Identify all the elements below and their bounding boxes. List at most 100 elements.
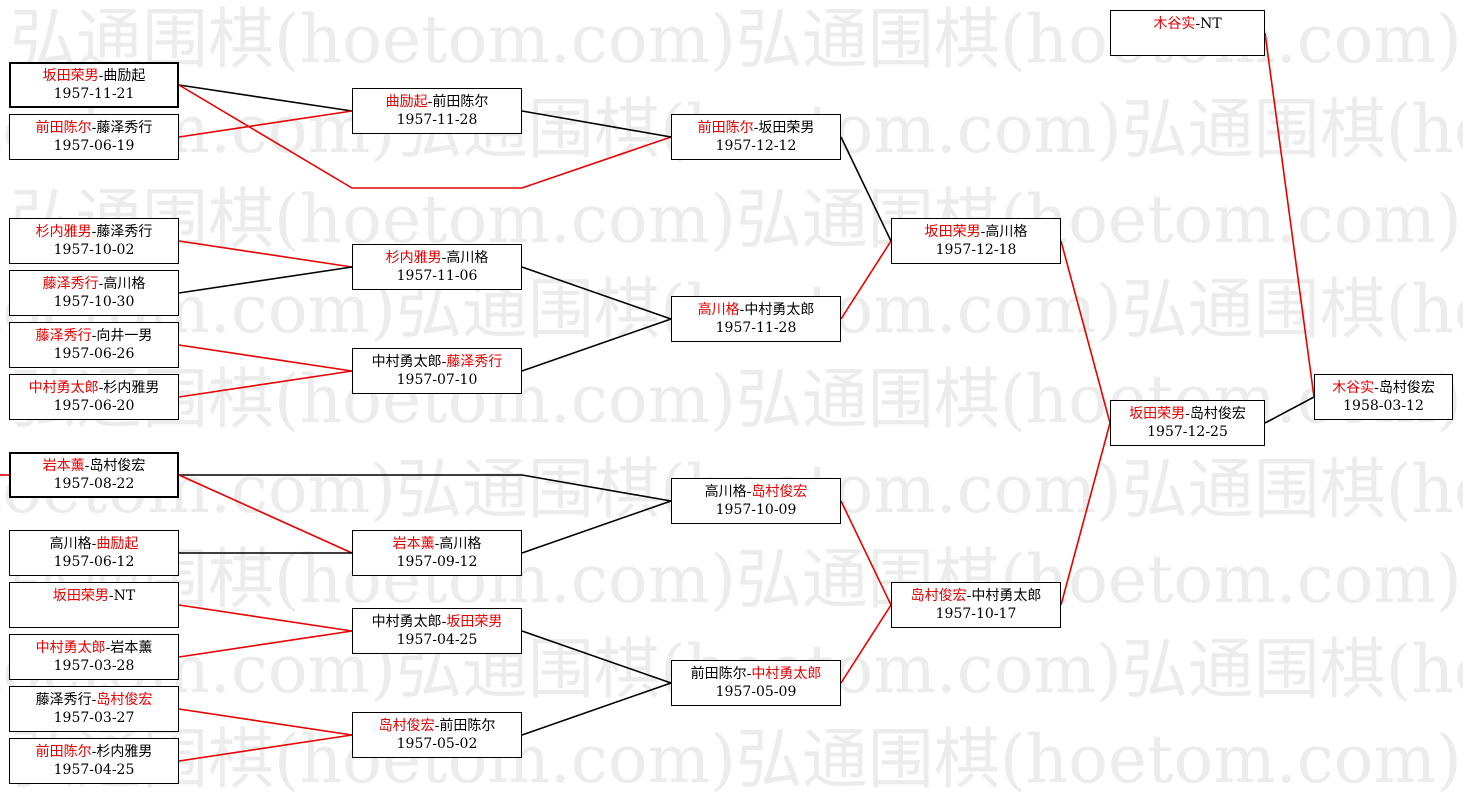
match-date: 1957-12-25 [1147, 424, 1228, 440]
player-separator: - [441, 614, 447, 630]
player-2: 藤泽秀行 [446, 354, 503, 370]
player-1: 杉内雅男 [35, 224, 92, 240]
connector-line [178, 84, 672, 189]
player-separator: - [753, 120, 759, 136]
player-separator: - [91, 744, 97, 760]
match-players: 中村勇太郎-藤泽秀行 [353, 353, 521, 371]
player-separator: - [98, 276, 104, 292]
match-players: 高川格-岛村俊宏 [672, 483, 840, 501]
match-players: 曲励起-前田陈尔 [353, 93, 521, 111]
player-separator: - [739, 302, 745, 318]
player-1: 藤泽秀行 [42, 276, 99, 292]
match-date: 1957-10-02 [53, 242, 135, 258]
match-players: 前田陈尔-中村勇太郎 [672, 665, 840, 683]
player-2: 高川格 [446, 250, 489, 266]
player-1: 中村勇太郎 [28, 380, 99, 396]
player-1: 前田陈尔 [35, 744, 92, 760]
match-date: 1957-12-18 [935, 242, 1017, 258]
match-box-r6-top: 木谷实-NT [1110, 10, 1265, 56]
player-2: 曲励起 [96, 536, 139, 552]
connector-line [840, 240, 892, 320]
connector-line [840, 136, 892, 242]
player-separator: - [427, 94, 433, 110]
connector-line [178, 84, 353, 112]
player-1: 坂田荣男 [52, 588, 109, 604]
player-1: 藤泽秀行 [35, 328, 92, 344]
match-date: 1957-10-09 [715, 502, 797, 518]
match-date: 1957-05-09 [715, 684, 797, 700]
match-date: 1957-11-28 [715, 320, 797, 336]
match-players: 前田陈尔-杉内雅男 [10, 743, 178, 761]
player-separator: - [746, 484, 752, 500]
player-2: 前田陈尔 [439, 718, 496, 734]
player-1: 高川格 [704, 484, 747, 500]
connector-line [1060, 422, 1111, 606]
player-separator: - [434, 718, 440, 734]
match-date: 1957-04-25 [53, 762, 135, 778]
player-separator: - [441, 354, 447, 370]
match-players: 岛村俊宏-前田陈尔 [353, 717, 521, 735]
player-1: 岩本薰 [42, 458, 85, 474]
player-2: 曲励起 [103, 68, 146, 84]
match-players: 岩本薰-岛村俊宏 [11, 457, 177, 475]
player-2: 藤泽秀行 [96, 224, 153, 240]
player-2: 岩本薰 [110, 640, 153, 656]
match-players: 藤泽秀行-高川格 [10, 275, 178, 293]
player-1: 中村勇太郎 [35, 640, 106, 656]
player-2: 高川格 [103, 276, 146, 292]
connector-line [521, 500, 672, 554]
player-1: 岛村俊宏 [378, 718, 435, 734]
player-separator: - [1374, 380, 1379, 396]
connector-line [521, 110, 672, 138]
match-date: 1957-05-02 [396, 736, 478, 752]
match-players: 高川格-曲励起 [10, 535, 178, 553]
match-date: 1957-04-25 [396, 632, 478, 648]
player-separator: - [108, 588, 114, 604]
player-separator: - [1185, 406, 1190, 422]
player-separator: - [91, 536, 97, 552]
player-2: NT [1200, 16, 1222, 32]
player-2: 中村勇太郎 [744, 302, 815, 318]
match-players: 木谷实-岛村俊宏 [1315, 379, 1452, 397]
match-players: 前田陈尔-藤泽秀行 [10, 119, 178, 137]
player-separator: - [91, 692, 97, 708]
player-separator: - [98, 68, 104, 84]
player-1: 杉内雅男 [385, 250, 442, 266]
match-date: 1957-10-17 [935, 606, 1017, 622]
player-1: 坂田荣男 [1129, 406, 1186, 422]
player-1: 前田陈尔 [697, 120, 754, 136]
connector-line [1264, 396, 1315, 424]
match-date: 1957-06-20 [53, 398, 135, 414]
match-players: 藤泽秀行-岛村俊宏 [10, 691, 178, 709]
player-2: 坂田荣男 [446, 614, 503, 630]
player-1: 岛村俊宏 [910, 588, 967, 604]
connector-line [178, 708, 353, 736]
player-2: NT [113, 588, 136, 604]
match-players: 坂田荣男-NT [10, 587, 178, 605]
match-date: 1957-10-30 [53, 294, 135, 310]
connector-line [178, 734, 353, 762]
player-separator: - [966, 588, 972, 604]
match-players: 藤泽秀行-向井一男 [10, 327, 178, 345]
connector-line [1264, 32, 1315, 398]
match-players: 杉内雅男-高川格 [353, 249, 521, 267]
player-1: 中村勇太郎 [371, 614, 442, 630]
connector-line [521, 266, 672, 320]
match-date: 1957-11-28 [396, 112, 478, 128]
connector-line [178, 240, 353, 268]
connector-line [178, 474, 353, 554]
